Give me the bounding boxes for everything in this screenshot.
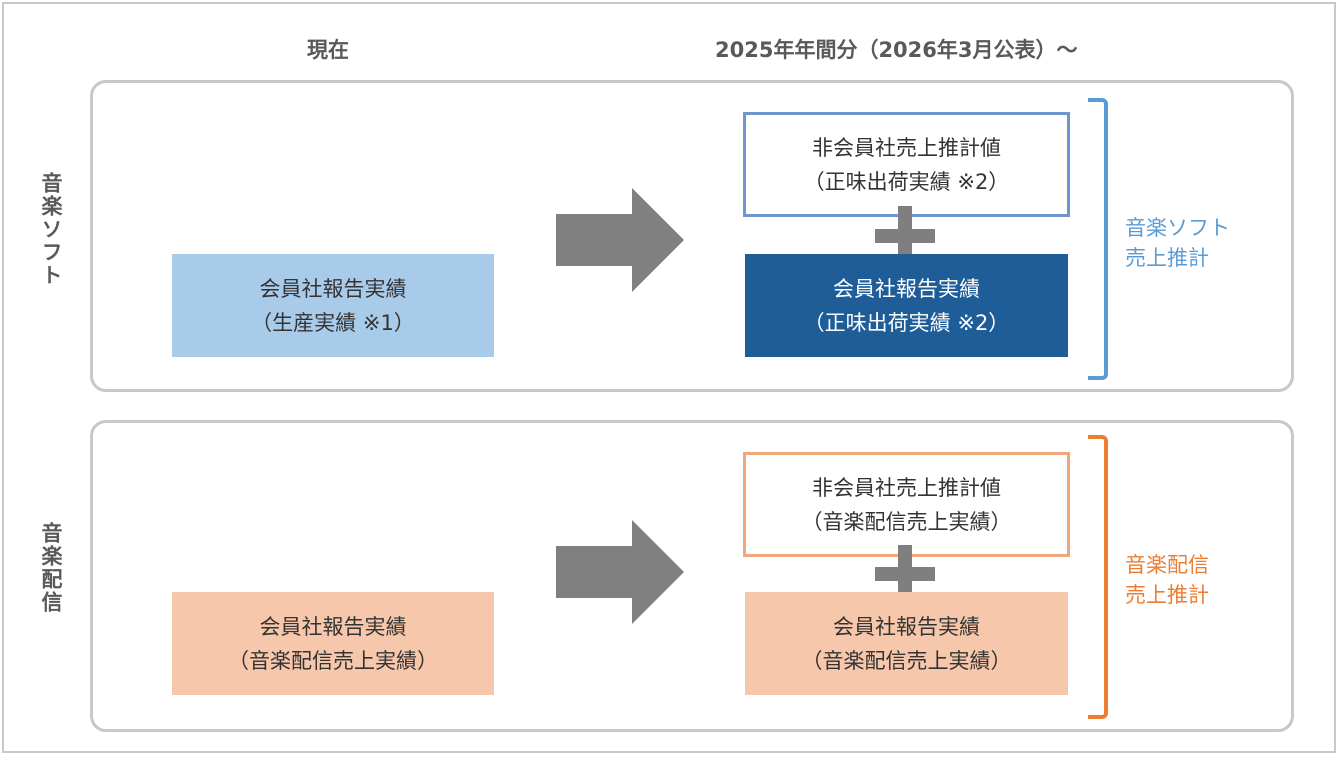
soft-nonmember-line1: 非会員社売上推計値 <box>812 135 1001 160</box>
stream-plus-icon-horizontal <box>875 567 935 581</box>
stream-arrow-icon <box>556 520 684 624</box>
soft-member-line2: （正味出荷実績 ※2） <box>803 310 1010 335</box>
soft-arrow-icon <box>556 188 684 292</box>
stream-nonmember-line1: 非会員社売上推計値 <box>812 475 1001 500</box>
header-current: 現在 <box>307 38 349 62</box>
stream-nonmember-line2: （音楽配信売上実績） <box>801 509 1012 534</box>
soft-member-box: 会員社報告実績 （正味出荷実績 ※2） <box>745 254 1068 357</box>
soft-total-label: 音楽ソフト 売上推計 <box>1125 213 1230 273</box>
stream-current-line1: 会員社報告実績 <box>259 614 407 639</box>
soft-current-box: 会員社報告実績 （生産実績 ※1） <box>172 254 494 357</box>
header-future: 2025年年間分（2026年3月公表）～ <box>715 38 1078 62</box>
soft-nonmember-box: 非会員社売上推計値 （正味出荷実績 ※2） <box>743 112 1070 217</box>
soft-bracket <box>1088 98 1108 380</box>
soft-total-line2: 売上推計 <box>1125 246 1209 270</box>
stream-total-line1: 音楽配信 <box>1125 553 1209 577</box>
stream-current-line2: （音楽配信売上実績） <box>228 648 438 673</box>
stream-total-line2: 売上推計 <box>1125 583 1209 607</box>
stream-bracket <box>1088 435 1108 719</box>
row-label-music-soft: 音楽ソフト <box>39 172 63 287</box>
stream-current-box: 会員社報告実績 （音楽配信売上実績） <box>172 592 494 695</box>
soft-current-line2: （生産実績 ※1） <box>251 310 415 335</box>
soft-plus-icon-horizontal <box>875 229 935 243</box>
stream-total-label: 音楽配信 売上推計 <box>1125 550 1209 610</box>
stream-member-line1: 会員社報告実績 <box>833 614 980 639</box>
soft-total-line1: 音楽ソフト <box>1125 216 1230 240</box>
stream-member-box: 会員社報告実績 （音楽配信売上実績） <box>745 592 1068 695</box>
soft-current-line1: 会員社報告実績 <box>259 276 407 301</box>
soft-member-line1: 会員社報告実績 <box>833 276 980 301</box>
soft-nonmember-line2: （正味出荷実績 ※2） <box>803 169 1010 194</box>
row-label-music-streaming: 音楽配信 <box>39 522 63 614</box>
stream-nonmember-box: 非会員社売上推計値 （音楽配信売上実績） <box>743 452 1070 557</box>
stream-member-line2: （音楽配信売上実績） <box>801 648 1012 673</box>
